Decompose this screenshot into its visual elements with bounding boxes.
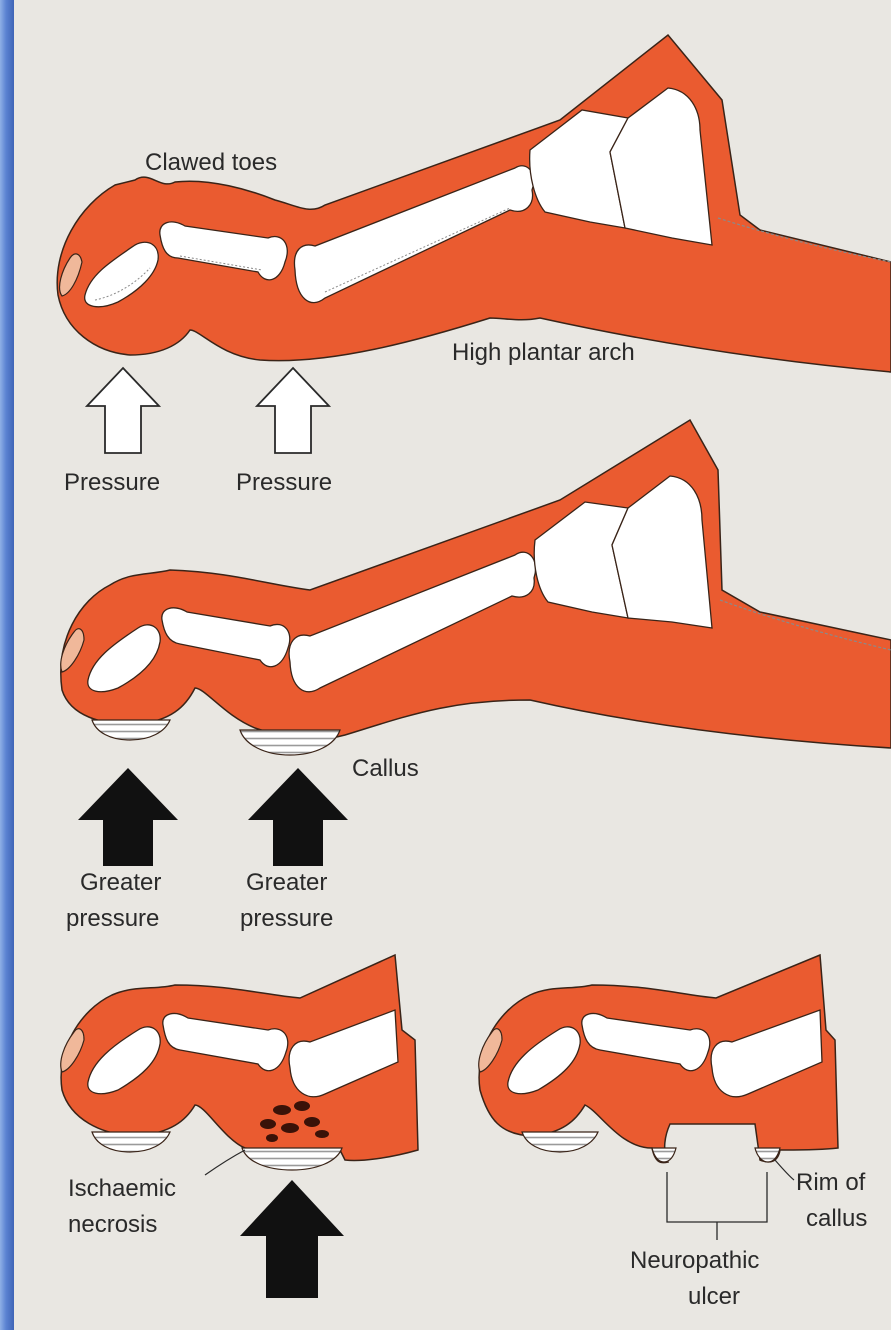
pressure-arrow-right bbox=[257, 368, 329, 453]
rim-of-callus-label-1: Rim of bbox=[796, 1169, 866, 1196]
neuropathic-ulcer-label-1: Neuropathic bbox=[630, 1247, 759, 1274]
neuropathic-ulcer-label-2: ulcer bbox=[688, 1283, 740, 1310]
greater-pressure-label-left-1: Greater bbox=[80, 869, 161, 896]
panel-1-clawed-toes bbox=[57, 35, 891, 372]
callus-rim-right bbox=[755, 1148, 780, 1162]
callus-pad-toe-4 bbox=[522, 1132, 598, 1152]
rim-of-callus-label-2: callus bbox=[806, 1205, 867, 1232]
pressure-arrow-left bbox=[87, 368, 159, 453]
ulcer-bracket bbox=[667, 1172, 767, 1240]
ischaemic-necrosis-label-1: Ischaemic bbox=[68, 1175, 176, 1202]
greater-pressure-label-right-1: Greater bbox=[246, 869, 327, 896]
greater-pressure-label-left-2: pressure bbox=[66, 905, 159, 932]
callus-pad-toe-3 bbox=[92, 1132, 170, 1152]
pressure-label-left: Pressure bbox=[64, 469, 160, 496]
callus-pad-ball-3 bbox=[242, 1148, 342, 1170]
callus-pad-toe-2 bbox=[92, 720, 170, 740]
high-plantar-arch-label: High plantar arch bbox=[452, 339, 635, 366]
callus-rim-left bbox=[652, 1148, 676, 1162]
panel-2-callus bbox=[61, 420, 891, 755]
panel-4-neuropathic-ulcer bbox=[479, 955, 838, 1240]
pressure-label-right: Pressure bbox=[236, 469, 332, 496]
greater-pressure-arrow-right bbox=[248, 768, 348, 866]
ischaemic-necrosis-label-2: necrosis bbox=[68, 1211, 157, 1238]
necrosis-pointer-line bbox=[205, 1150, 245, 1175]
greater-pressure-arrow-ulcer bbox=[240, 1180, 344, 1298]
greater-pressure-label-right-2: pressure bbox=[240, 905, 333, 932]
clawed-toes-label: Clawed toes bbox=[145, 149, 277, 176]
greater-pressure-arrow-left bbox=[78, 768, 178, 866]
panel-3-ischaemic-necrosis bbox=[61, 955, 418, 1175]
rim-pointer-line bbox=[775, 1160, 794, 1180]
callus-pad-ball-2 bbox=[240, 730, 340, 755]
callus-label: Callus bbox=[352, 755, 419, 782]
